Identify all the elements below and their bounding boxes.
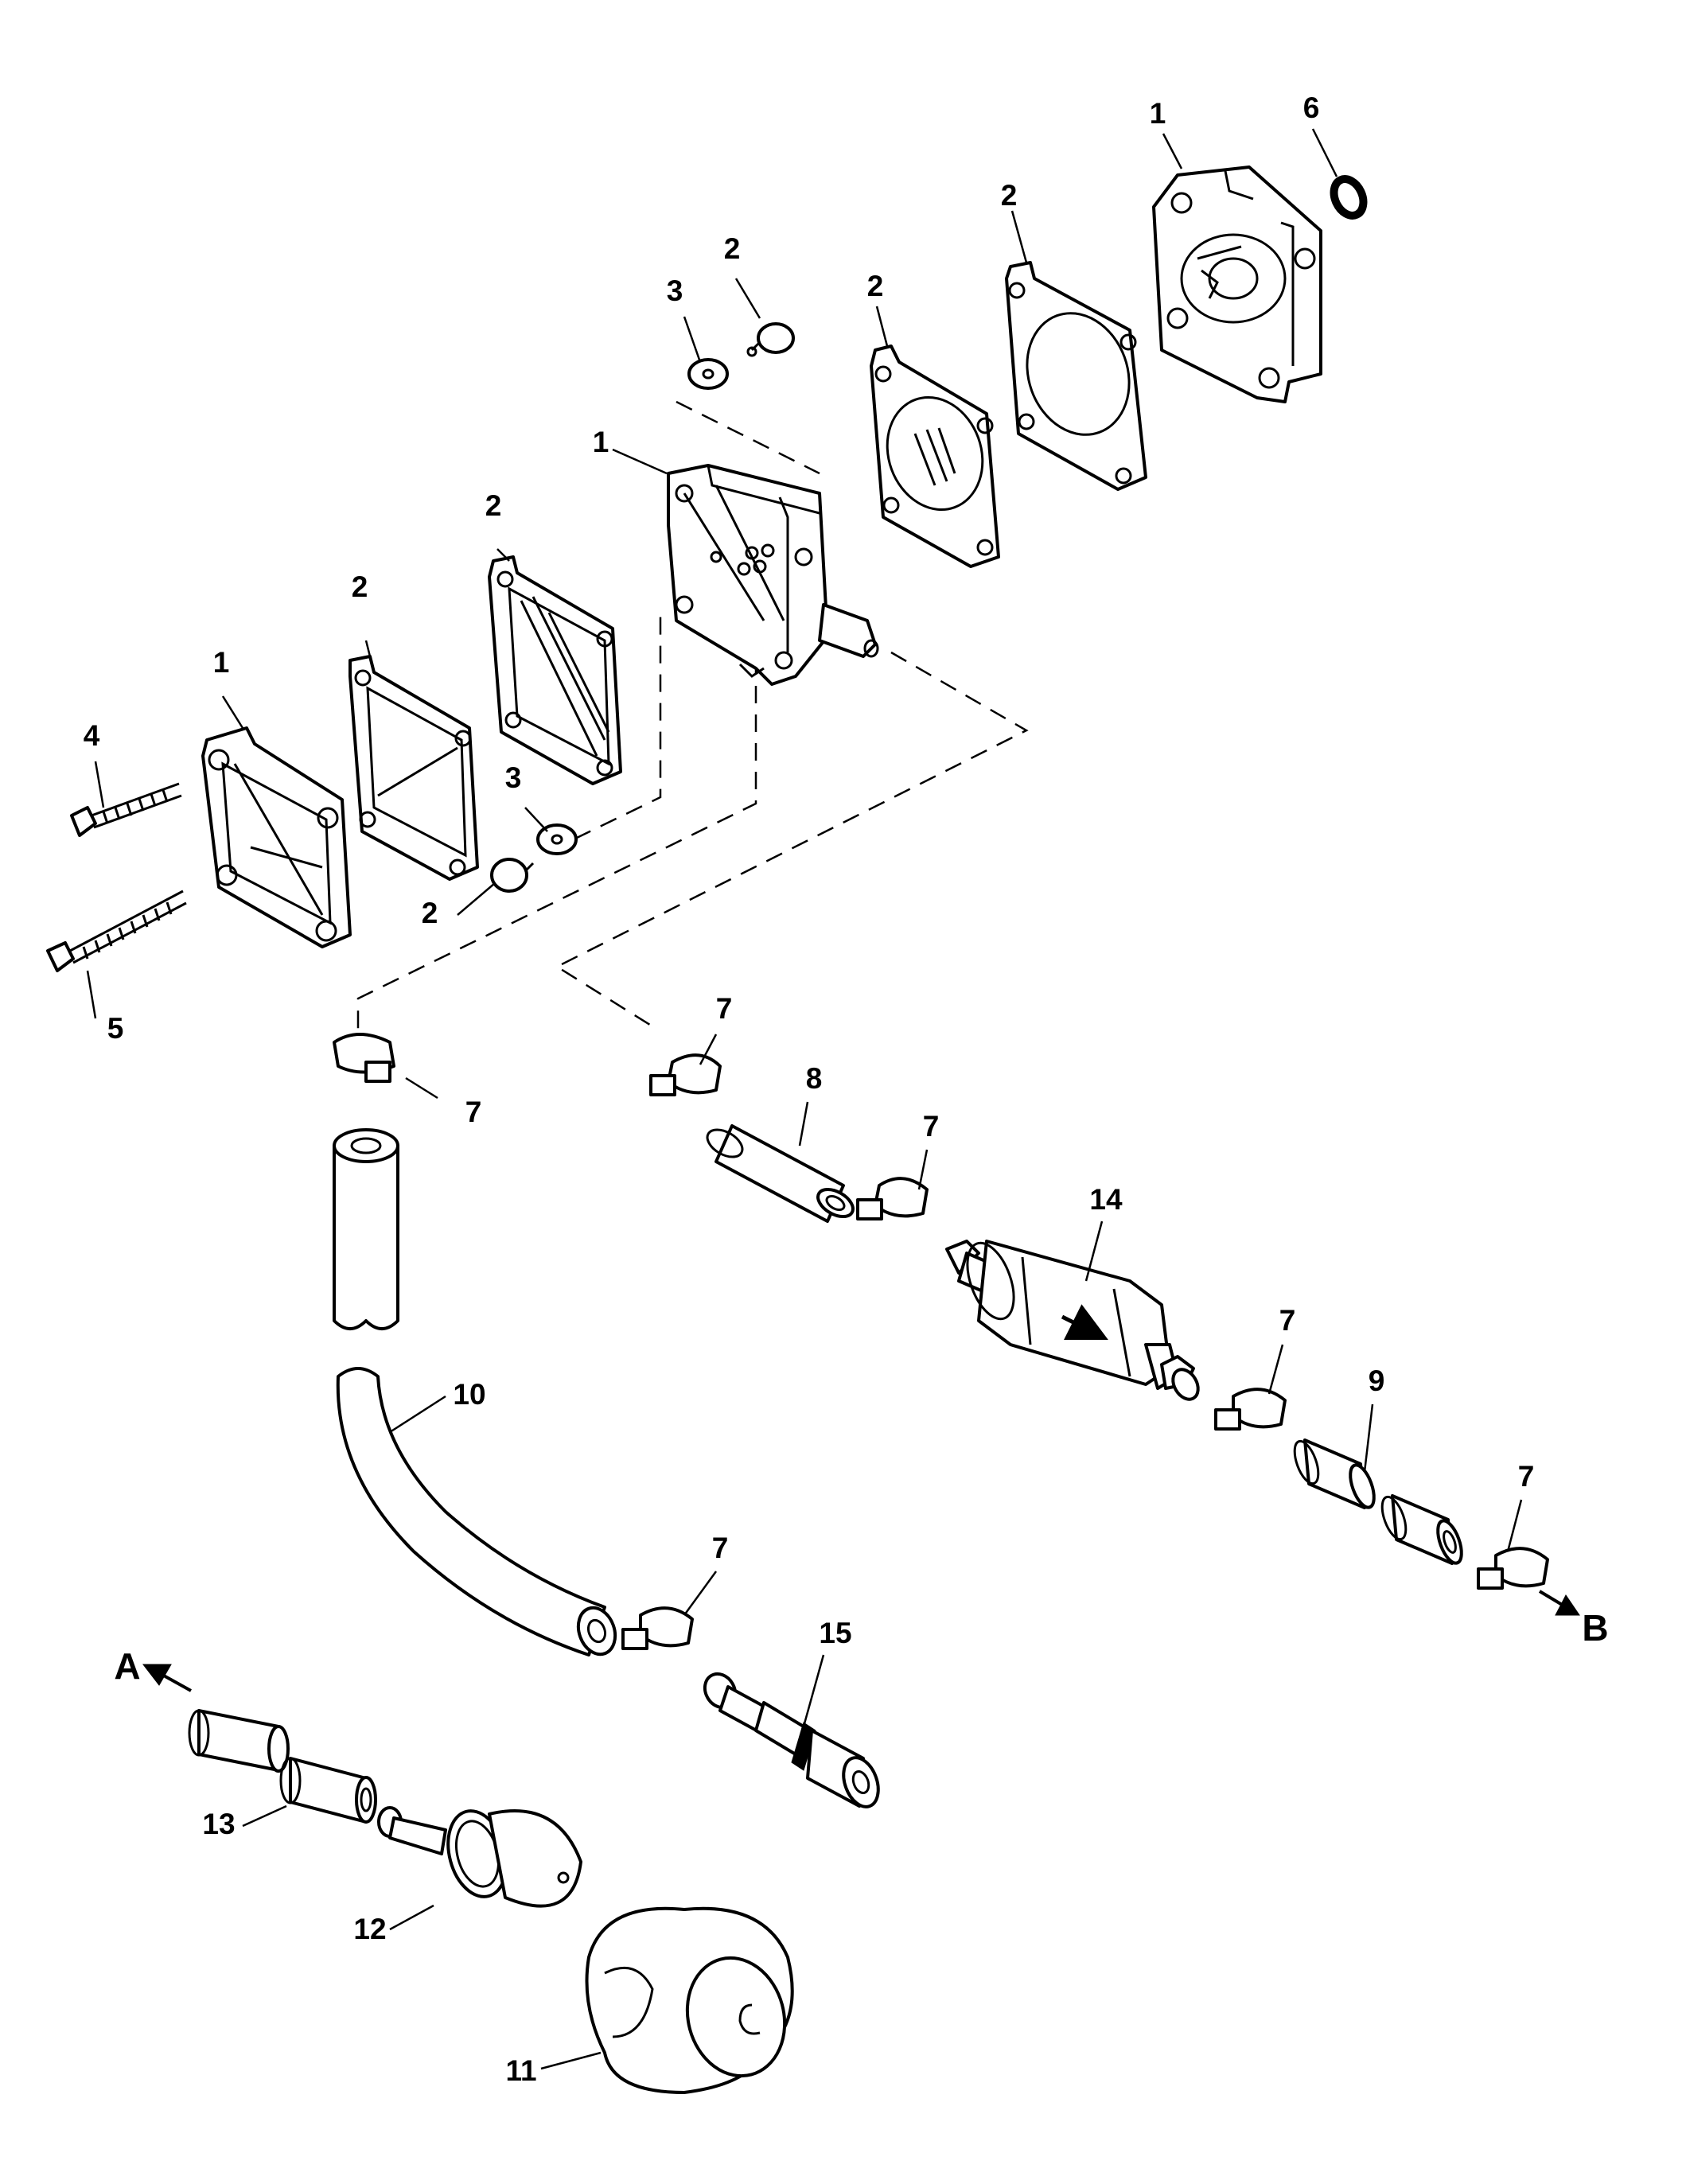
leader-lines	[86, 128, 1523, 2070]
callout-11-bulb-cover: 11	[505, 2054, 536, 2087]
callout-13-hose: 13	[202, 1808, 235, 1840]
diaphragm-left	[488, 555, 622, 785]
arrow-to-a	[142, 1664, 192, 1692]
hose-clamp-end	[1477, 1547, 1549, 1590]
callout-2-valve-top: 2	[724, 232, 741, 265]
fuel-fitting	[703, 1672, 880, 1808]
hose-clamp-after-hose8	[856, 1177, 929, 1220]
hose-10-lower	[336, 1367, 617, 1656]
arrow-to-b	[1538, 1590, 1580, 1616]
endpoint-label-a: A	[114, 1645, 140, 1687]
pump-cover-right	[1152, 165, 1322, 403]
callout-2-gasket-left: 2	[352, 570, 368, 603]
gasket-left	[348, 655, 479, 881]
screw-short	[70, 782, 182, 837]
callout-5-screw-long: 5	[107, 1012, 124, 1045]
hose-clamp-after-filter	[1214, 1388, 1287, 1431]
check-valve-top	[746, 322, 795, 357]
diaphragm-right	[870, 345, 1000, 568]
callout-7-clamp-left: 7	[465, 1096, 482, 1128]
callout-3-washer-lower: 3	[505, 761, 522, 794]
callout-7-clamp-after-filter: 7	[1279, 1304, 1296, 1337]
callout-7-clamp-end: 7	[1518, 1460, 1535, 1493]
callout-7-clamp-after-hose8: 7	[923, 1110, 940, 1143]
washer-lower	[536, 823, 578, 855]
pump-cover-left	[201, 726, 352, 948]
hose-clamp-lower	[621, 1606, 694, 1650]
hose-8	[706, 1124, 855, 1223]
hose-10-upper	[333, 1128, 399, 1330]
primer-bulb-cover	[585, 1906, 794, 2094]
callout-7-clamp-lower: 7	[712, 1532, 729, 1564]
callout-2-diaphragm-right: 2	[867, 270, 884, 302]
hose-clamp-upper	[649, 1053, 722, 1096]
callout-7-clamp-upper: 7	[716, 992, 733, 1025]
callout-1-cover-left: 1	[213, 646, 230, 679]
callout-1-cover-right: 1	[1150, 97, 1166, 130]
hose-9	[1293, 1438, 1463, 1565]
callout-9-hose: 9	[1369, 1365, 1385, 1397]
hose-clamp-left	[333, 1033, 395, 1083]
callout-10-hose: 10	[453, 1378, 485, 1411]
assembly-lines	[356, 400, 1029, 1038]
callout-6-o-ring: 6	[1303, 91, 1320, 124]
callout-2-valve-lower: 2	[422, 897, 438, 929]
o-ring	[1330, 175, 1368, 220]
callout-3-washer-top: 3	[667, 274, 683, 307]
fuel-filter	[945, 1240, 1200, 1401]
callout-labels: 1 6 2 2 2 3 1 2 2 1 4 3 2 5 7 7 8 7 14 7…	[84, 91, 1609, 2087]
callout-2-gasket-right: 2	[1001, 179, 1018, 212]
screw-long	[46, 890, 187, 972]
washer-top	[687, 358, 729, 390]
hose-13	[188, 1709, 377, 1824]
pump-body	[667, 464, 879, 686]
callout-2-diaphragm-left: 2	[485, 489, 502, 522]
callout-1-pump-body: 1	[593, 426, 609, 458]
endpoint-label-b: B	[1582, 1607, 1608, 1649]
callout-8-hose: 8	[806, 1062, 823, 1095]
callout-4-screw-short: 4	[84, 719, 100, 752]
gasket-right	[1005, 261, 1147, 491]
primer-bulb	[377, 1806, 582, 1908]
callout-12-primer-bulb: 12	[353, 1913, 386, 1945]
callout-14-filter: 14	[1089, 1183, 1123, 1216]
callout-15-fitting: 15	[819, 1617, 851, 1649]
check-valve-lower	[490, 858, 535, 893]
